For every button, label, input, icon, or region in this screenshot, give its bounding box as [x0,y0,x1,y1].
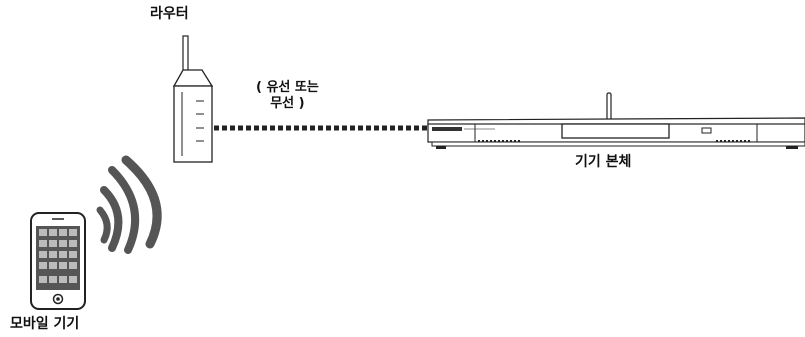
wifi-waves-icon [96,155,162,254]
smartphone-icon [30,212,86,310]
mobile-device-label: 모바일 기기 [10,316,80,332]
soundbar-unit-icon [427,92,805,149]
main-unit-label: 기기 본체 [575,154,632,170]
router-label: 라우터 [150,6,189,22]
connection-label-line1: ( 유선 또는 [256,80,319,95]
connection-type-label: ( 유선 또는 무선 ) [256,80,319,112]
router-icon [172,35,214,163]
connection-label-line2: 무선 ) [270,96,305,111]
